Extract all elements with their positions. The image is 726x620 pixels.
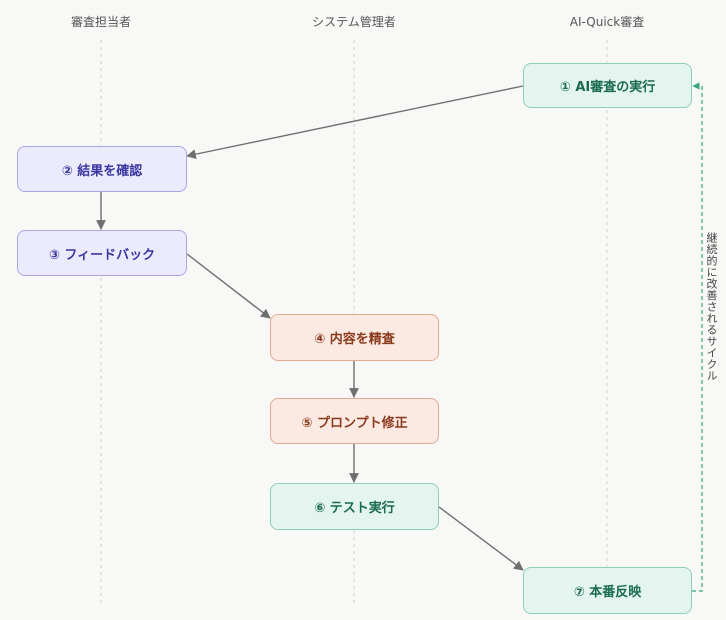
node-feedback: ③ フィードバック: [17, 230, 187, 276]
node-review-content: ④ 内容を精査: [270, 314, 439, 361]
arrow-3-to-4: [186, 253, 271, 319]
node-ai-review-execution: ① AI審査の実行: [523, 63, 692, 108]
arrow-1-to-2: [186, 85, 524, 159]
cycle-label: 継続的に改善されるサイクル: [705, 232, 718, 382]
node-prompt-revision: ⑤ プロンプト修正: [270, 398, 439, 444]
node-check-results: ② 結果を確認: [17, 146, 187, 192]
cycle-arrow: [692, 82, 703, 592]
node-production-deploy: ⑦ 本番反映: [523, 567, 692, 614]
lane-title-reviewer: 審査担当者: [70, 15, 131, 29]
lane-title-ai-quick: AI-Quick審査: [569, 15, 645, 29]
lane-title-system-admin: システム管理者: [312, 15, 396, 29]
node-test-execution: ⑥ テスト実行: [270, 483, 439, 530]
arrow-6-to-7: [438, 506, 524, 571]
